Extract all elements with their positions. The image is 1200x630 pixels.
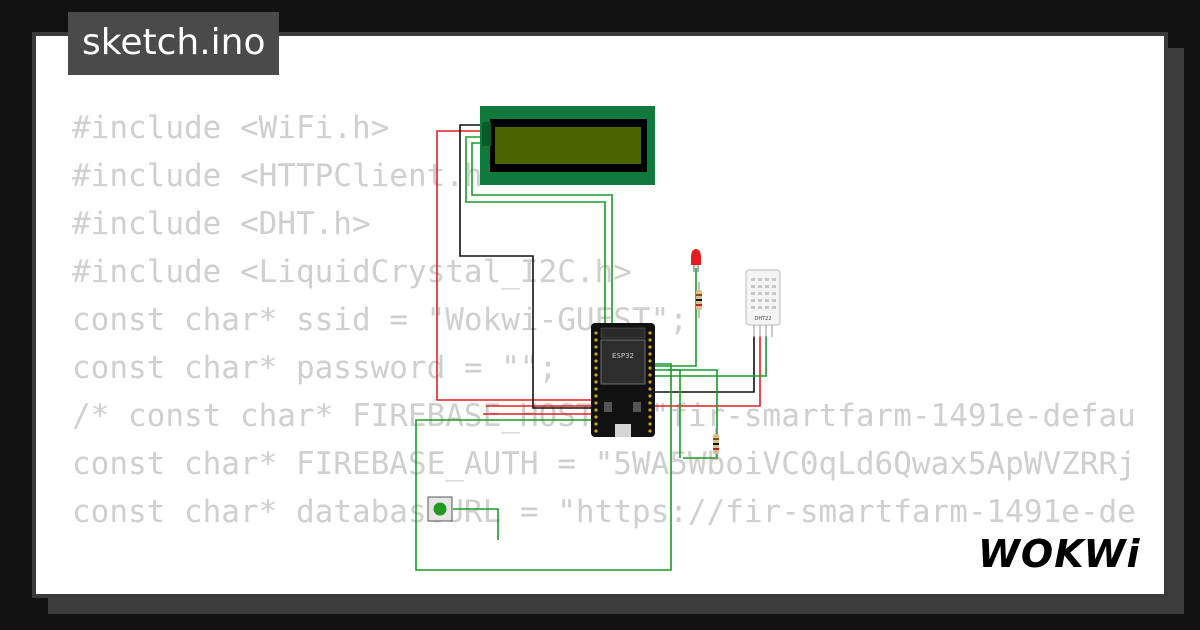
resistor-pulldown[interactable] <box>713 428 719 460</box>
code-line: const char* password = ""; <box>72 350 558 386</box>
code-line: #include <DHT.h> <box>72 206 371 242</box>
led-body <box>691 249 701 265</box>
wire-green-lcd-sda <box>465 136 606 326</box>
wire-black-lcd-gnd <box>459 124 592 409</box>
dht22-label: DHT22 <box>754 316 771 322</box>
wokwi-logo: WOKWi <box>978 532 1141 575</box>
wire-green-led <box>655 268 697 367</box>
dht22-body <box>745 269 781 326</box>
resistor-band <box>696 304 702 306</box>
wire-green-dht-data <box>655 336 767 377</box>
esp32-module <box>600 339 646 385</box>
esp32-board[interactable]: ESP32 <box>591 323 655 437</box>
dht22-pins <box>753 325 773 337</box>
esp32-reset-button[interactable] <box>633 402 641 412</box>
push-button-cap[interactable] <box>433 502 447 516</box>
lcd-display[interactable] <box>480 106 655 185</box>
resistor-band <box>696 294 702 296</box>
dht22-grille <box>751 278 776 309</box>
resistor-led[interactable] <box>696 282 702 318</box>
esp32-pins-left <box>594 331 598 433</box>
wire-red-dht-vcc <box>486 336 761 407</box>
code-line: const char* FIREBASE_HOST = "1075-defaul… <box>72 584 1136 594</box>
resistor-band <box>713 438 719 440</box>
wire-green-button-2 <box>453 508 499 540</box>
wire-black-dht-gnd <box>655 336 755 393</box>
file-tab[interactable]: sketch.ino <box>68 12 280 75</box>
code-line: #include <WiFi.h> <box>72 110 390 146</box>
wire-green-button <box>415 363 672 571</box>
lcd-screen <box>495 127 641 164</box>
wire-green-resistor-2 <box>668 369 681 458</box>
code-preview: #include <WiFi.h> #include <HTTPClient.h>… <box>72 104 1136 594</box>
esp32-pins-right <box>648 331 652 433</box>
lcd-i2c-pins <box>482 122 491 146</box>
esp32-label: ESP32 <box>612 352 634 360</box>
code-line: #include <HTTPClient.h> <box>72 158 502 194</box>
code-line: const char* databaseURL = "https://fir-s… <box>72 494 1136 530</box>
push-button[interactable] <box>427 496 453 522</box>
code-line: /* const char* FIREBASE_HOST = "fir-smar… <box>72 398 1136 434</box>
wire-green-lcd-scl <box>471 142 613 326</box>
resistor-band <box>713 448 719 450</box>
dht22-sensor[interactable]: DHT22 <box>745 269 781 337</box>
wires <box>415 124 767 571</box>
esp32-antenna <box>600 327 646 339</box>
wokwi-logo-text: WOKWi <box>978 532 1141 575</box>
resistor-band <box>696 299 702 301</box>
wire-green-resistor <box>655 369 718 459</box>
led[interactable] <box>691 249 701 272</box>
resistor-band <box>713 443 719 445</box>
code-line: const char* FIREBASE_AUTH = "5WA5WboiVC0… <box>72 446 1136 482</box>
code-line: #include <LiquidCrystal_I2C.h> <box>72 254 632 290</box>
esp32-usb-port <box>615 424 631 437</box>
esp32-boot-button[interactable] <box>604 402 612 412</box>
